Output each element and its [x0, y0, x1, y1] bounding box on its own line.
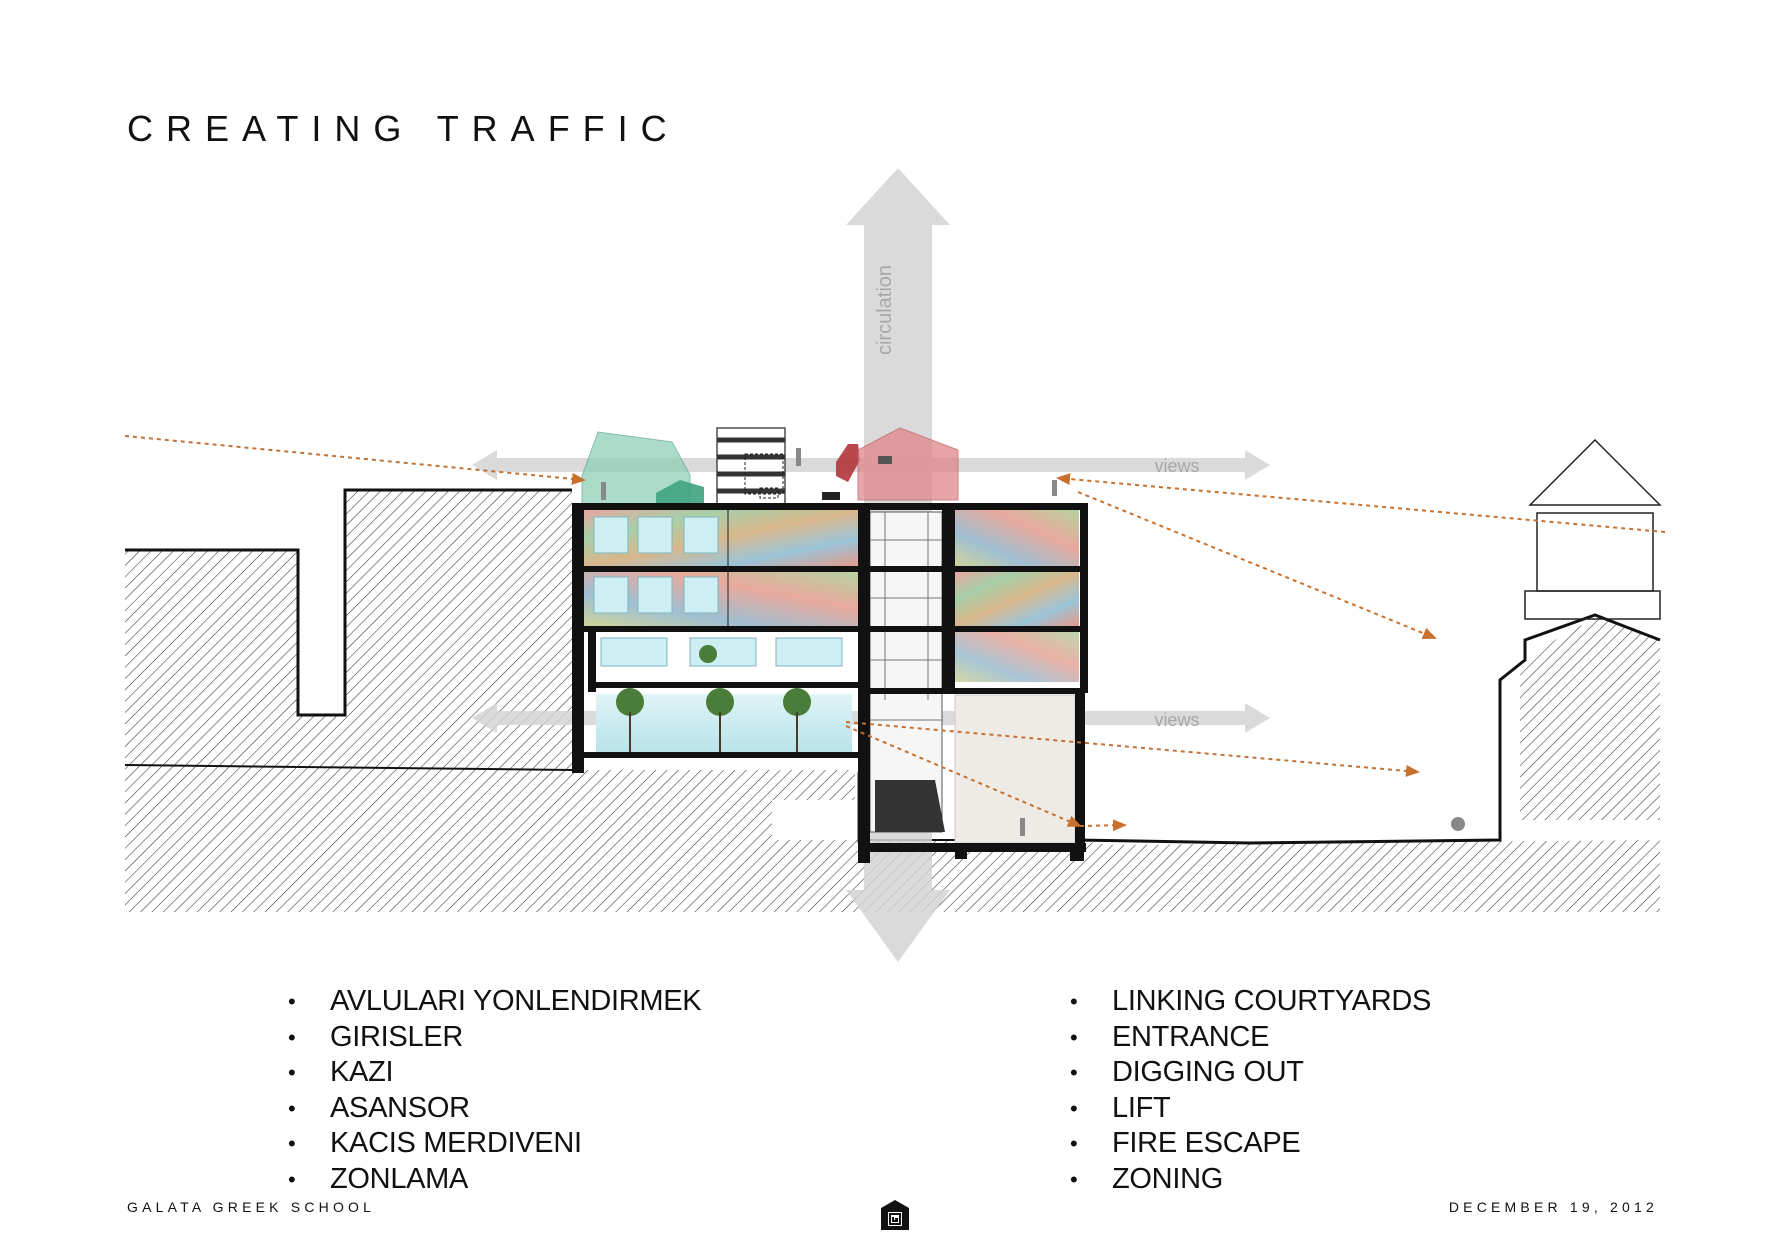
list-item: AVLULARI YONLENDIRMEK: [288, 984, 702, 1020]
list-item: FIRE ESCAPE: [1070, 1126, 1431, 1162]
list-item: DIGGING OUT: [1070, 1055, 1431, 1091]
list-item: LINKING COURTYARDS: [1070, 984, 1431, 1020]
list-item: KAZI: [288, 1055, 701, 1091]
page-title: CREATING TRAFFIC: [127, 108, 680, 149]
footer-date: DECEMBER 19, 2012: [1448, 1199, 1658, 1215]
left-terrain: [125, 490, 855, 912]
sightlines: [124, 435, 1666, 832]
views-label-lower: views: [1154, 710, 1199, 730]
list-item: ASANSOR: [288, 1091, 701, 1127]
views-label-upper: views: [1154, 456, 1199, 476]
list-item: ZONING: [1070, 1162, 1431, 1198]
list-item: KACIS MERDIVENI: [288, 1126, 701, 1162]
roof-volumes: [581, 427, 959, 508]
english-bullet-list: LINKING COURTYARDS ENTRANCE DIGGING OUT …: [1070, 984, 1431, 1197]
neighbour-house: [1524, 438, 1662, 620]
footer-project-name: GALATA GREEK SCHOOL: [127, 1199, 376, 1215]
list-item: LIFT: [1070, 1091, 1431, 1127]
school-logo-icon: [881, 1200, 909, 1230]
people-figures: [601, 448, 1465, 836]
turkish-bullet-list: AVLULARI YONLENDIRMEK GIRISLER KAZI ASAN…: [288, 984, 702, 1198]
right-terrain: [772, 615, 1660, 912]
circulation-label: circulation: [874, 265, 896, 355]
list-item: ENTRANCE: [1070, 1020, 1431, 1056]
list-item: GIRISLER: [288, 1020, 701, 1056]
building-section: [572, 503, 1088, 863]
list-item: ZONLAMA: [288, 1162, 701, 1198]
